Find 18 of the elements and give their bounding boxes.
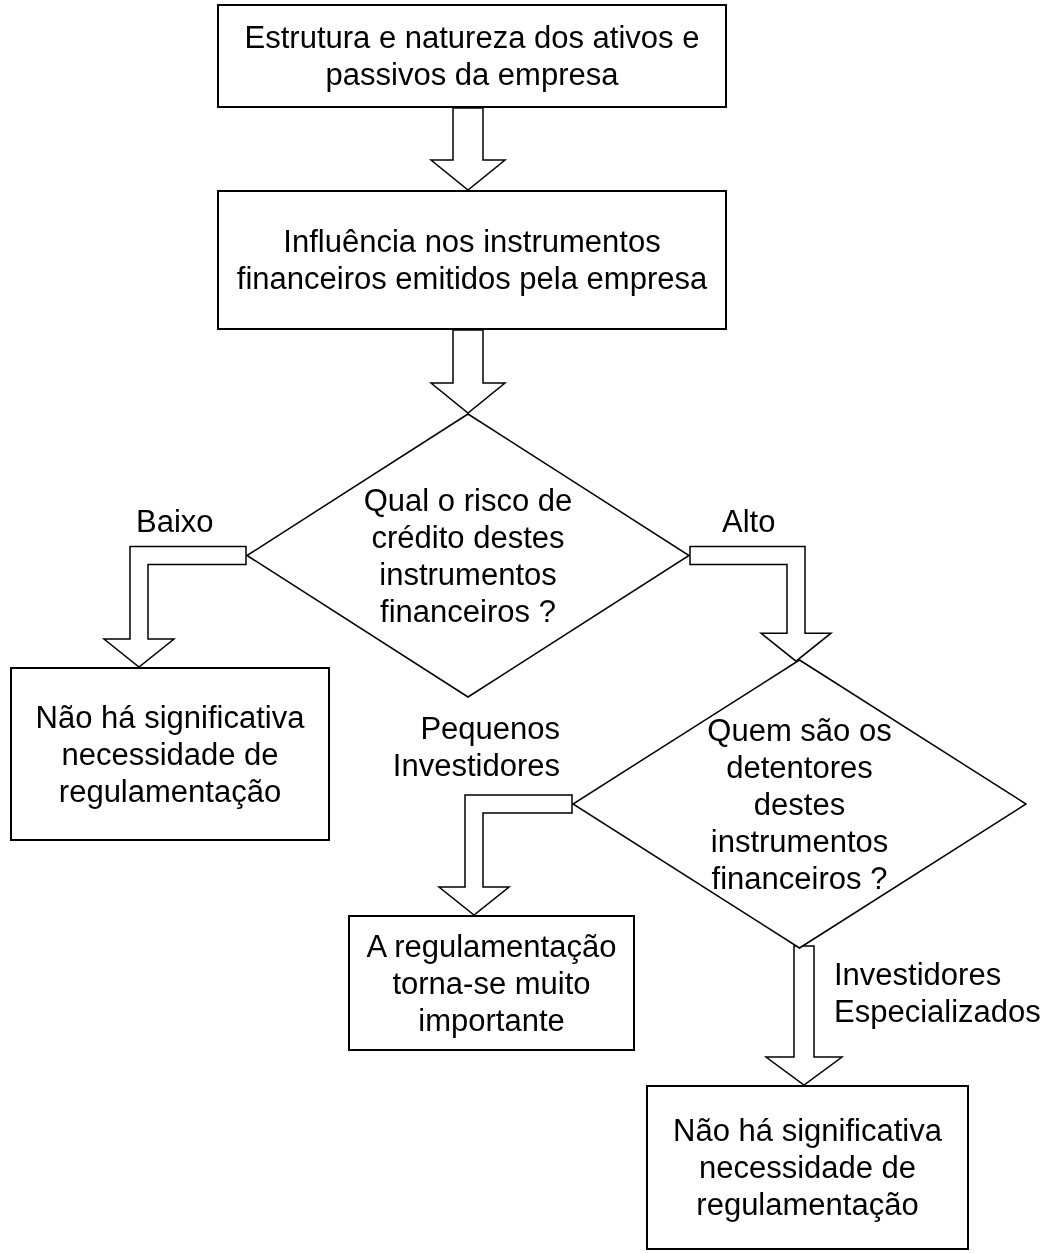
node-text: Qual o risco de crédito destes instrumentos financeiros ? [362, 481, 574, 630]
block-arrow [689, 545, 834, 663]
process-box [217, 4, 727, 108]
process-box [348, 915, 635, 1051]
process-box [646, 1085, 969, 1250]
node-text: Influência nos instrumentos financeiros emitidos pela empresa [235, 223, 709, 297]
node-text: Estrutura e natureza dos ativos e passivos da empresa [243, 19, 701, 93]
node-text: Não há significativa necessidade de regulamentação [672, 1112, 943, 1223]
block-arrow [101, 545, 247, 668]
block-arrow [763, 945, 845, 1086]
node-text: A regulamentação torna-se muito importante [365, 927, 618, 1039]
process-box [10, 667, 330, 841]
block-arrow [428, 107, 508, 191]
node-text: Não há significativa necessidade de regulamentação [34, 698, 306, 810]
process-box [217, 190, 727, 330]
node-text: Quem são os detentores destes instrumentos financeiros ? [706, 711, 893, 897]
block-arrow [436, 794, 573, 916]
block-arrow [428, 329, 508, 414]
